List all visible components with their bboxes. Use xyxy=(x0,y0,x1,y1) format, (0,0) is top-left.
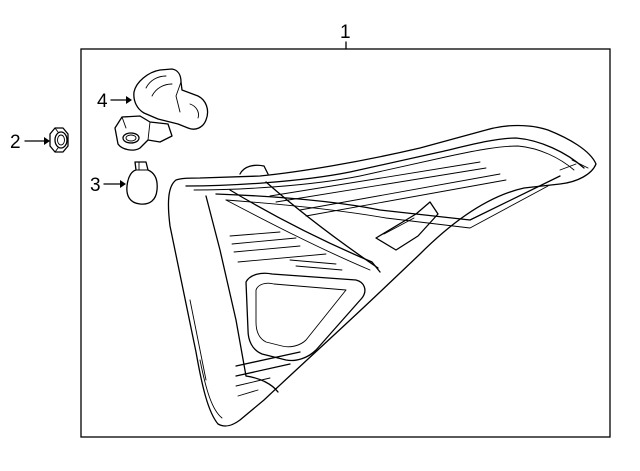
callout-4-label: 4 xyxy=(97,91,108,112)
callout-2-label: 2 xyxy=(10,132,21,153)
tail-lamp-assembly-icon xyxy=(167,124,597,427)
callout-1[interactable]: 1 xyxy=(340,22,351,50)
callout-1-label: 1 xyxy=(340,22,351,43)
callout-4[interactable]: 4 xyxy=(97,91,132,112)
callout-4-arrowhead xyxy=(126,96,132,104)
bulb-icon xyxy=(126,161,158,205)
callout-2[interactable]: 2 xyxy=(10,132,50,153)
callout-3[interactable]: 3 xyxy=(90,175,126,196)
callout-2-arrowhead xyxy=(44,137,50,145)
nut-icon xyxy=(49,127,69,153)
socket-icon xyxy=(114,68,209,151)
callout-3-arrowhead xyxy=(120,180,126,188)
callout-3-label: 3 xyxy=(90,175,101,196)
